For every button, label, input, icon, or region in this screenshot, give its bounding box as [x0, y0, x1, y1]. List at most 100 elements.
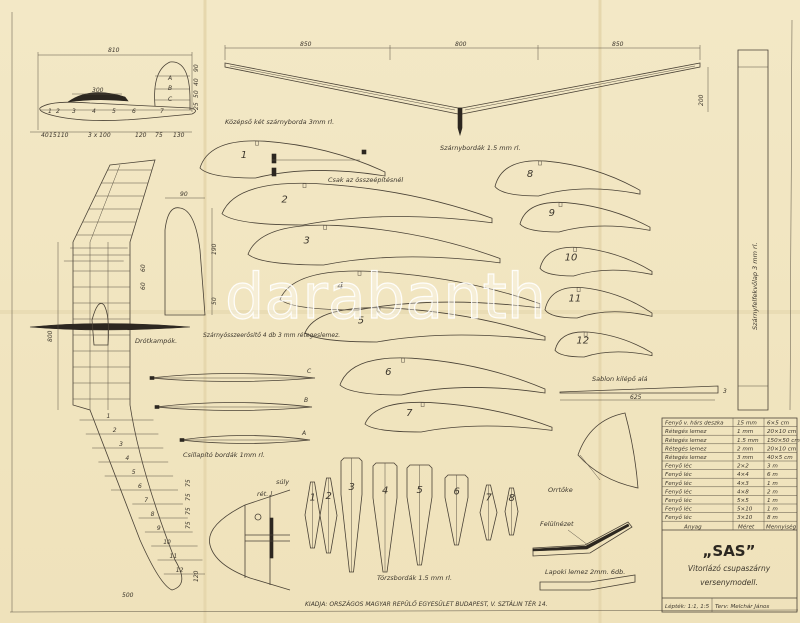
- wing-rib-number: 12: [576, 336, 589, 347]
- nose-section: súly rét. l.: [209, 478, 291, 591]
- former-number: 8: [509, 493, 515, 504]
- station-number: 7: [160, 108, 164, 115]
- wing-plan-view: 800 60 60 500 120 75 75 75 75 Drótkampók…: [29, 159, 205, 599]
- dim-dihedral: 200: [698, 94, 705, 106]
- material-cell: 20×10 cm: [767, 446, 797, 452]
- dim: 130: [173, 132, 185, 139]
- stab-rib-letter: C: [307, 368, 312, 375]
- wing-rib-outline: [279, 270, 541, 311]
- dim: 90: [180, 191, 188, 198]
- material-cell: 40×5 cm: [767, 455, 793, 461]
- station-number: 1: [48, 108, 52, 115]
- station-number: 5: [112, 108, 116, 115]
- wing-rib-outline: [221, 182, 493, 226]
- material-cell: 2 mm: [737, 446, 754, 452]
- wing-rib-outline: [364, 401, 553, 433]
- wing-rib-number: 6: [385, 367, 391, 378]
- material-cell: Rétegés lemez: [665, 437, 708, 444]
- wing-rib-number: 10: [565, 253, 578, 264]
- material-header: Mennyiség: [766, 523, 797, 530]
- wing-rib-outline: [199, 140, 386, 179]
- dim: 3 x 100: [88, 132, 111, 139]
- wing-rib-outline: [247, 224, 501, 266]
- plan-rib-number: 5: [132, 469, 136, 476]
- material-cell: Fenyő léc: [665, 471, 692, 478]
- plan-rib-number: 3: [119, 441, 123, 448]
- wing-rib-number: 3: [303, 236, 309, 247]
- dim: 15: [49, 132, 57, 139]
- dim-wing-half-span: 800: [47, 330, 54, 342]
- fuselage-former-outline: [406, 464, 433, 566]
- wing-rib-number: 2: [281, 195, 287, 206]
- material-cell: 1 m: [767, 498, 778, 504]
- dim-center-span: 800: [455, 41, 467, 48]
- label-wing-joiner: Szárnyösszeerősítő 4 db 3 mm rétegesleme…: [203, 332, 340, 339]
- material-cell: Fenyő léc: [665, 497, 692, 504]
- material-cell: Fenyő léc: [665, 506, 692, 513]
- subtitle-line1: Vitorlázó csupaszárny: [688, 564, 771, 573]
- material-cell: 3×10: [737, 515, 753, 521]
- plan-rib-number: 7: [144, 497, 148, 504]
- material-cell: Fenyő v. hárs deszka: [665, 420, 724, 427]
- dim: 110: [57, 132, 69, 139]
- top-view-part: Felülnézet: [532, 520, 633, 557]
- nose-block: Orrtőke: [548, 412, 639, 494]
- dim-right-span: 850: [612, 41, 624, 48]
- material-cell: 6 m: [767, 472, 778, 478]
- fuselage-former-outline: [319, 477, 338, 554]
- dim: 190: [211, 243, 218, 255]
- material-cell: 1 mm: [737, 429, 754, 435]
- dim: 75: [185, 507, 192, 515]
- wing-rib-outline: [519, 201, 651, 233]
- fuselage-former-outline: [504, 487, 519, 536]
- label-fuselage-formers: Törzsbordák 1.5 mm rl.: [377, 574, 452, 582]
- station-number: 3: [72, 108, 76, 115]
- label-stab-ribs: Csillapító bordák 1mm rl.: [183, 451, 265, 459]
- plan-rib-number: 4: [125, 455, 129, 462]
- material-cell: 4×4: [737, 472, 749, 478]
- material-header: Anyag: [683, 524, 702, 530]
- plan-rib-number: 11: [170, 553, 178, 560]
- station-number: 4: [92, 108, 96, 115]
- label-trailing-template: Sablon kilépő alá: [592, 374, 648, 383]
- material-cell: 1.5 mm: [737, 438, 759, 444]
- label-plate: Lapoki lemez 2mm. 6db.: [545, 568, 625, 576]
- label-assemble-note: Csak az összeépítésnél: [328, 176, 403, 184]
- former-number: 4: [382, 486, 388, 497]
- dim: 75: [185, 521, 192, 529]
- material-header: Méret: [738, 523, 755, 530]
- model-name: „SAS”: [703, 542, 756, 560]
- publisher-line: KIADJA: ORSZÁGOS MAGYAR REPÜLŐ EGYESÜLET…: [305, 600, 548, 608]
- label-wing-ribs: Szárnybordák 1.5 mm rl.: [440, 144, 521, 152]
- material-cell: Fenyő léc: [665, 514, 692, 521]
- wing-rib-number: 11: [569, 294, 582, 305]
- dim-tip: 500: [122, 592, 134, 599]
- material-cell: 2×2: [737, 464, 749, 470]
- dim: 75: [155, 132, 163, 139]
- wing-rib-outline: [339, 357, 546, 396]
- dim: 50: [193, 90, 200, 98]
- wing-rib-outline: [554, 331, 653, 358]
- former-number: 3: [349, 482, 355, 493]
- material-cell: 20×10 cm: [767, 429, 797, 435]
- material-cell: Fenyő léc: [665, 463, 692, 470]
- former-number: 2: [326, 491, 332, 502]
- material-cell: 150×50 cm: [767, 438, 800, 444]
- stab-rib-letter: A: [301, 430, 306, 437]
- fuselage-former-outline: [340, 457, 363, 573]
- plan-rib-number: 12: [176, 567, 184, 574]
- wing-front-view: 850 800 850 200: [224, 41, 709, 137]
- former-number: 1: [310, 492, 316, 503]
- label-nose-block: Orrtőke: [548, 485, 573, 494]
- dim: 25: [193, 102, 200, 110]
- fuselage-former-outline: [479, 484, 498, 541]
- material-cell: Fenyő léc: [665, 480, 692, 487]
- wing-rib-outline: [494, 160, 641, 197]
- plan-rib-number: 6: [138, 483, 142, 490]
- label-top-view: Felülnézet: [540, 520, 574, 528]
- wing-rib-number: 8: [527, 169, 533, 180]
- dim: 120: [193, 570, 200, 582]
- dim-template-height: 3: [723, 388, 727, 395]
